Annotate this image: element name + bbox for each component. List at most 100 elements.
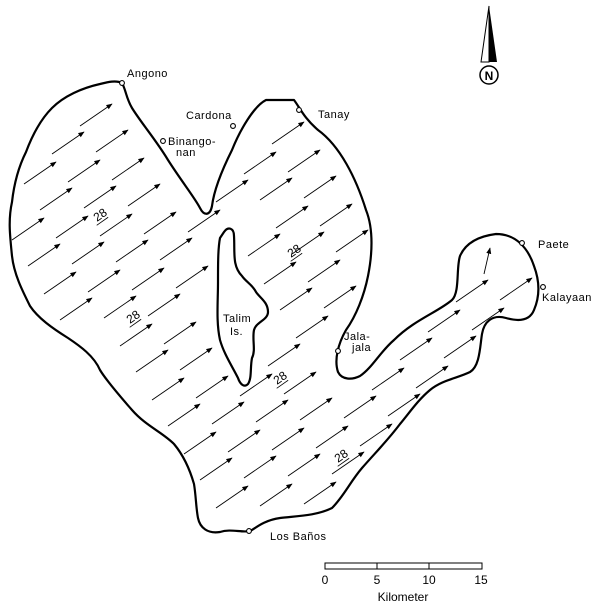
current-arrow-icon [387, 393, 421, 417]
town-label: Los Baños [270, 531, 326, 543]
current-arrow-icon [187, 209, 221, 233]
current-arrow-icon [471, 307, 505, 331]
current-arrow-icon [359, 423, 393, 447]
current-arrow-icon [259, 483, 293, 507]
current-arrow-icon [183, 431, 217, 455]
current-arrow-icon [71, 241, 105, 265]
current-arrow-icon [119, 323, 153, 347]
current-arrow-icon [239, 373, 273, 397]
scale-unit-label: Kilometer [378, 590, 429, 604]
current-arrow-icon [159, 237, 193, 261]
current-arrow-icon [307, 259, 341, 283]
town-label: Paete [538, 239, 569, 251]
current-arrow-icon [315, 425, 349, 449]
north-arrow: N [479, 5, 499, 85]
current-arrow-icon [283, 371, 317, 395]
current-arrow-icon [23, 161, 57, 185]
current-arrow-icon [151, 377, 185, 401]
island-label-line2: Is. [230, 326, 243, 338]
current-arrow-icon [271, 427, 305, 451]
current-arrow-icon [83, 185, 117, 209]
current-arrow-icon [79, 103, 113, 127]
current-arrow-icon [195, 375, 229, 399]
town-marker-icon [230, 123, 236, 129]
town-marker-icon [296, 107, 302, 113]
current-arrow-icon [243, 455, 277, 479]
current-arrow-icon [427, 309, 461, 333]
current-arrow-icon [55, 215, 89, 239]
current-arrow-icon [415, 365, 449, 389]
current-arrow-icon [131, 267, 165, 291]
current-arrow-icon [303, 175, 337, 199]
town-label: Cardona [186, 110, 232, 122]
scale-tick-15: 15 [474, 573, 488, 587]
current-arrow-icon [303, 481, 337, 505]
contour-label: 28 [124, 307, 143, 326]
current-arrow-icon [499, 277, 533, 301]
current-arrow-icon [111, 157, 145, 181]
contour-label: 28 [271, 368, 290, 387]
town-marker-icon [160, 138, 166, 144]
current-arrow-icon [51, 131, 85, 155]
contour-label: 28 [91, 205, 110, 224]
current-arrow-icon [275, 205, 309, 229]
current-arrow-icon [227, 429, 261, 453]
current-arrow-icon [259, 177, 293, 201]
current-arrow-icon [399, 337, 433, 361]
current-arrow-icon [143, 211, 177, 235]
town-label: jala [351, 342, 372, 354]
current-arrow-icon [455, 279, 489, 303]
island-label-line1: Talim [223, 313, 251, 325]
north-arrow-icon [480, 5, 490, 63]
current-vectors [11, 103, 533, 509]
current-arrow-icon [279, 287, 313, 311]
town-marker-icon [335, 348, 341, 354]
current-arrow-icon [147, 293, 181, 317]
town-marker-icon [246, 528, 252, 534]
scale-bar: 0 5 10 15 Kilometer [322, 562, 488, 604]
current-arrow-icon [95, 129, 129, 153]
current-arrow-icon [163, 321, 197, 345]
current-arrow-icon [291, 231, 325, 255]
current-arrow-icon [87, 269, 121, 293]
town-label: Kalayaan [542, 292, 592, 304]
town-label: Angono [127, 68, 168, 80]
current-arrow-icon [271, 121, 305, 145]
current-arrow-icon [215, 485, 249, 509]
current-arrow-icon [255, 399, 289, 423]
north-label: N [485, 69, 494, 83]
current-arrow-icon [335, 229, 369, 253]
current-arrow-icon [179, 347, 213, 371]
current-arrow-icon [103, 295, 137, 319]
scale-tick-10: 10 [422, 573, 436, 587]
current-arrow-icon [175, 265, 209, 289]
scale-tick-0: 0 [322, 573, 329, 587]
town-label: Tanay [318, 109, 350, 121]
current-arrow-icon [331, 451, 365, 475]
town-label: nan [176, 147, 196, 159]
current-arrow-icon [167, 403, 201, 427]
current-arrow-icon [287, 453, 321, 477]
town-marker-icon [540, 284, 546, 290]
current-arrow-icon [211, 401, 245, 425]
current-arrow-icon [263, 261, 297, 285]
town-label: Binango- [168, 136, 216, 148]
current-arrow-icon [243, 151, 277, 175]
current-arrow-icon [99, 213, 133, 237]
current-arrow-icon [299, 397, 333, 421]
current-arrow-icon [199, 457, 233, 481]
current-arrow-icon [135, 349, 169, 373]
current-arrow-icon [247, 233, 281, 257]
lake-shoreline [8, 80, 540, 534]
town-marker-icon [119, 80, 125, 86]
talim-island [216, 227, 270, 387]
current-arrow-icon [27, 243, 61, 267]
scale-tick-5: 5 [374, 573, 381, 587]
current-arrow-icon [11, 217, 45, 241]
current-arrow-icon [39, 187, 73, 211]
current-arrow-icon [295, 315, 329, 339]
current-arrow-icon [127, 183, 161, 207]
current-arrow-icon [215, 179, 249, 203]
